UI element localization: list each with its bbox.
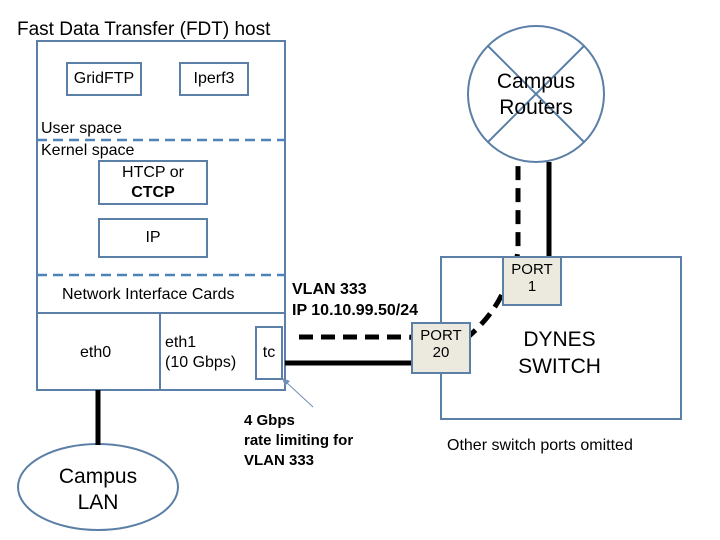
switch-ports-note: Other switch ports omitted xyxy=(447,437,633,454)
rate-note-line3: VLAN 333 xyxy=(244,452,315,469)
protocol-line2: CTCP xyxy=(131,183,175,201)
campus-routers-circle xyxy=(467,25,605,163)
vlan-label-line1: VLAN 333 xyxy=(292,281,367,298)
campus-lan-line1: Campus xyxy=(58,465,138,488)
campus-routers-line1: Campus xyxy=(496,70,576,93)
vlan-dashed-path xyxy=(299,164,521,356)
port1-line1: PORT xyxy=(511,261,553,278)
gridftp-box: GridFTP xyxy=(66,62,142,96)
campus-routers-line2: Routers xyxy=(499,96,573,119)
iperf3-box: Iperf3 xyxy=(179,62,249,96)
eth1-label-line1: eth1 xyxy=(165,334,197,351)
ip-label: IP xyxy=(145,229,161,247)
eth1-label-line2: (10 Gbps) xyxy=(165,354,237,371)
user-space-label: User space xyxy=(41,120,122,137)
port20-line2: 20 xyxy=(432,344,450,362)
rate-note-line2: rate limiting for xyxy=(244,432,354,449)
campus-lan-line2: LAN xyxy=(77,491,119,514)
tc-label: tc xyxy=(262,344,276,362)
kernel-space-label: Kernel space xyxy=(41,142,135,159)
port-1: PORT 1 xyxy=(502,256,562,306)
nic-label: Network Interface Cards xyxy=(62,286,235,303)
protocol-line1: HTCP or xyxy=(122,164,184,182)
iperf3-label: Iperf3 xyxy=(193,70,235,88)
port20-line1: PORT xyxy=(420,327,462,344)
tc-box: tc xyxy=(255,326,283,380)
tc-annotation-arrowhead xyxy=(282,378,290,386)
routers-cross-b xyxy=(487,45,585,143)
vlan-label-line2: IP 10.10.99.50/24 xyxy=(292,302,419,319)
port1-line2: 1 xyxy=(527,278,537,296)
switch-name-line1: DYNES xyxy=(523,328,596,351)
switch-name-line2: SWITCH xyxy=(518,355,601,378)
tc-annotation-arrow xyxy=(285,381,314,408)
ip-box: IP xyxy=(98,218,208,258)
protocol-box: HTCP or CTCP xyxy=(98,160,208,205)
fdt-host-title: Fast Data Transfer (FDT) host xyxy=(17,19,271,40)
eth0-label: eth0 xyxy=(80,344,112,361)
rate-note-line1: 4 Gbps xyxy=(244,412,295,429)
port-20: PORT 20 xyxy=(411,322,471,374)
gridftp-label: GridFTP xyxy=(73,70,135,88)
